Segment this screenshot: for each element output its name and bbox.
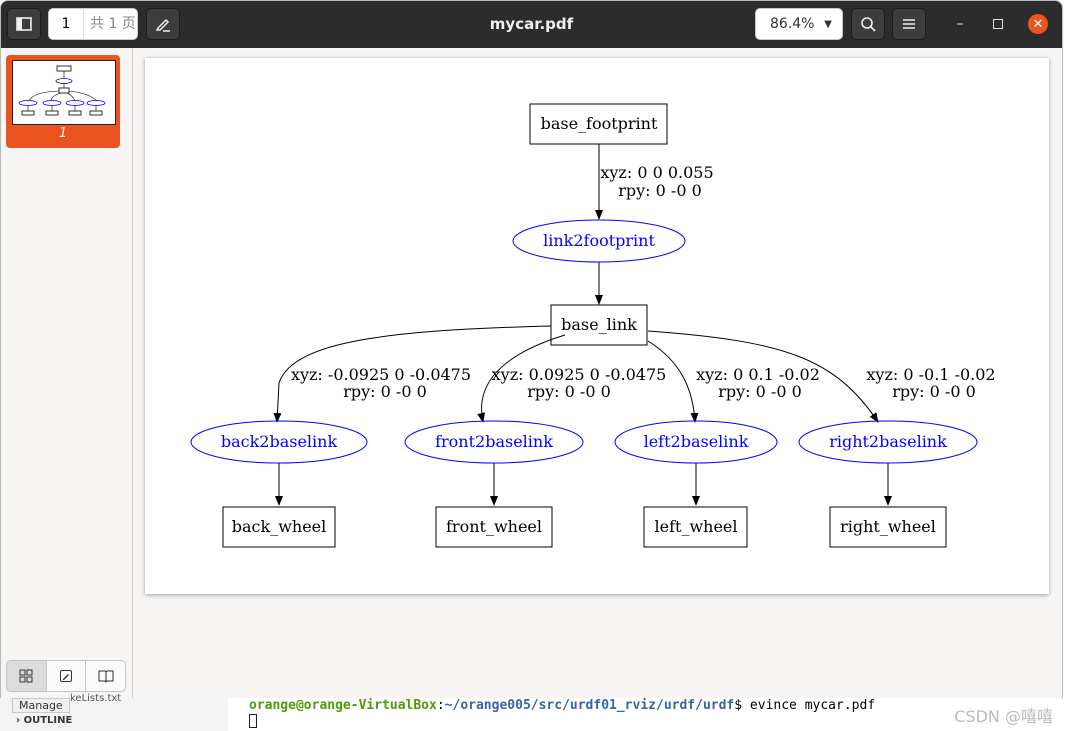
edge-label-back-rpy: rpy: 0 -0 0: [343, 382, 427, 401]
edge-label-back-xyz: xyz: -0.0925 0 -0.0475: [291, 365, 471, 384]
node-back2baselink: back2baselink: [190, 420, 368, 464]
node-label: back_wheel: [232, 517, 327, 536]
bookmarks-icon: [98, 670, 114, 683]
pdf-page: base_footprint base_link back_wheel fron…: [145, 58, 1049, 594]
edge-label-footprint-rpy: rpy: 0 -0 0: [618, 181, 702, 200]
prompt-user-host: orange@orange-VirtualBox: [249, 698, 437, 713]
edge-label-right-xyz: xyz: 0 -0.1 -0.02: [866, 365, 995, 384]
terminal-prompt-line[interactable]: orange@orange-VirtualBox:~/orange005/src…: [249, 698, 875, 713]
edge-label-front-rpy: rpy: 0 -0 0: [527, 382, 611, 401]
thumbnails-tab[interactable]: [7, 661, 47, 691]
thumbnail-page-label: 1: [58, 126, 68, 141]
node-label: base_footprint: [541, 114, 658, 133]
node-base-footprint: base_footprint: [529, 103, 668, 145]
node-label: front2baselink: [435, 432, 553, 451]
prompt-separator: :: [436, 698, 445, 713]
maximize-button[interactable]: [989, 15, 1007, 33]
annotations-icon: [60, 670, 72, 682]
edge-label-left-rpy: rpy: 0 -0 0: [718, 382, 802, 401]
edge-label-right-rpy: rpy: 0 -0 0: [892, 382, 976, 401]
node-front-wheel: front_wheel: [435, 506, 553, 548]
pen-icon: [155, 18, 170, 32]
chevron-down-icon: ▼: [824, 18, 832, 30]
terminal-strip: keLists.txt Manage › OUTLINE orange@oran…: [0, 693, 1067, 731]
node-label: right2baselink: [829, 432, 947, 451]
hamburger-icon: [903, 19, 915, 29]
node-front2baselink: front2baselink: [404, 420, 584, 464]
zoom-value: 86.4%: [770, 16, 815, 32]
node-left2baselink: left2baselink: [614, 420, 778, 464]
node-left-wheel: left_wheel: [643, 506, 748, 548]
sidebar-icon: [16, 17, 32, 31]
terminal-command: $ evince mycar.pdf: [734, 698, 876, 713]
document-view[interactable]: base_footprint base_link back_wheel fron…: [133, 48, 1062, 699]
title-bar: 1 共 1 页 mycar.pdf 86.4% ▼ – ✕: [1, 1, 1062, 48]
annotations-tab[interactable]: [47, 661, 87, 691]
graph-edges: [273, 144, 892, 506]
node-back-wheel: back_wheel: [222, 506, 336, 548]
node-label: front_wheel: [446, 517, 542, 536]
terminal-cursor: [249, 714, 257, 728]
minimize-icon: –: [956, 16, 964, 32]
node-label: back2baselink: [221, 432, 338, 451]
sidebar-view-switcher: [6, 660, 126, 692]
edge-baselink-to-front2baselink: [477, 334, 566, 423]
node-label: right_wheel: [840, 517, 936, 536]
edge-baselink-to-left2baselink: [647, 340, 699, 423]
tf-tree-graph: base_footprint base_link back_wheel fron…: [190, 103, 996, 548]
sidebar-toggle-button[interactable]: [7, 8, 41, 40]
page-number-box[interactable]: 1 共 1 页: [48, 8, 138, 40]
annotate-button[interactable]: [146, 8, 180, 40]
node-right2baselink: right2baselink: [798, 420, 978, 464]
node-link2footprint: link2footprint: [512, 219, 686, 263]
thumbnail-preview: [12, 60, 116, 125]
zoom-dropdown[interactable]: 86.4% ▼: [755, 8, 843, 40]
minimize-button[interactable]: –: [951, 15, 969, 33]
search-button[interactable]: [851, 8, 885, 40]
manage-tooltip: Manage: [12, 698, 70, 713]
watermark: CSDN @嘻嘻: [954, 707, 1053, 726]
node-label: left_wheel: [655, 517, 738, 536]
thumbnails-icon: [19, 669, 33, 683]
sidebar: 1: [1, 48, 133, 699]
page-thumbnail[interactable]: 1: [6, 55, 120, 148]
edge-label-footprint-xyz: xyz: 0 0 0.055: [600, 163, 713, 182]
search-icon: [861, 17, 876, 32]
bookmarks-tab[interactable]: [86, 661, 125, 691]
close-button[interactable]: ✕: [1028, 14, 1048, 34]
edge-baselink-to-right2baselink: [647, 330, 879, 423]
node-right-wheel: right_wheel: [829, 506, 947, 548]
node-label: base_link: [561, 315, 637, 334]
page-number-input[interactable]: 1: [61, 16, 71, 32]
outline-section-header[interactable]: › OUTLINE: [16, 715, 73, 726]
file-name-fragment: keLists.txt: [70, 693, 122, 704]
editor-side-panel: keLists.txt Manage › OUTLINE: [0, 693, 228, 731]
menu-button[interactable]: [892, 8, 926, 40]
edge-label-front-xyz: xyz: 0.0925 0 -0.0475: [492, 365, 667, 384]
close-icon: ✕: [1032, 16, 1044, 32]
edge-label-left-xyz: xyz: 0 0.1 -0.02: [696, 365, 820, 384]
node-base-link: base_link: [550, 304, 648, 346]
node-label: link2footprint: [543, 231, 655, 250]
prompt-path: ~/orange005/src/urdf01_rviz/urdf/urdf: [444, 698, 735, 713]
edge-baselink-to-back2baselink: [273, 325, 552, 423]
page-total-label: 共 1 页: [83, 9, 136, 39]
maximize-icon: [993, 19, 1003, 29]
document-viewer-window: 1 共 1 页 mycar.pdf 86.4% ▼ – ✕: [0, 0, 1063, 700]
outline-label: OUTLINE: [23, 715, 73, 726]
node-label: left2baselink: [644, 432, 749, 451]
